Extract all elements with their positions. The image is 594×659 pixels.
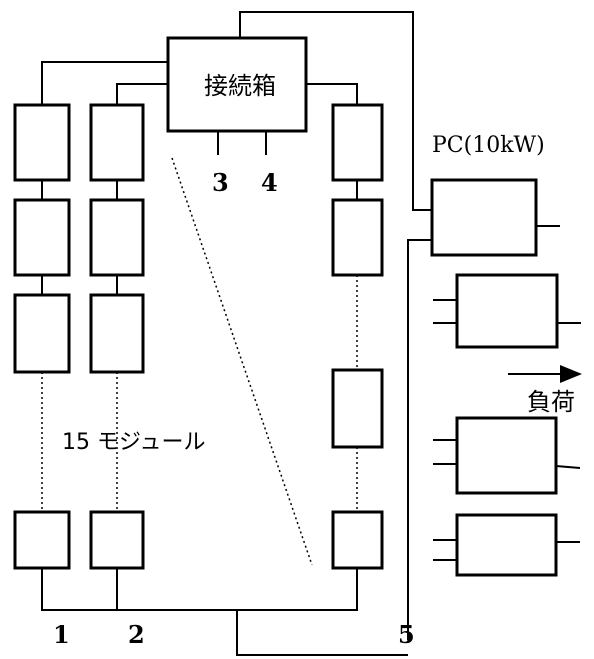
terminal-5-label: 5: [398, 620, 415, 649]
junction-box: [166, 36, 308, 133]
pv-module: [13, 510, 71, 570]
junction-box-label: 接続箱: [204, 72, 276, 100]
terminal-3-label: 3: [212, 168, 229, 197]
power-conditioner-unit: [455, 416, 558, 495]
pv-module: [331, 510, 384, 570]
wire-string2-top: [116, 83, 168, 105]
terminal-1-label: 1: [53, 620, 70, 649]
wire-string3-top: [306, 83, 358, 105]
wire-junction-to-pc: [239, 11, 432, 211]
pv-module: [331, 368, 384, 449]
pc-output-lead: [555, 465, 581, 469]
dotted-diagonal: [171, 157, 313, 566]
terminal-2-label: 2: [128, 620, 145, 649]
power-conditioner-unit: [430, 178, 538, 257]
load-arrow-icon: [560, 365, 582, 383]
pv-module: [331, 103, 384, 182]
pv-module: [89, 198, 145, 277]
wire-terminal5-to-pc: [407, 239, 432, 640]
terminal-4-label: 4: [261, 168, 278, 197]
wire-bottom-bus: [41, 568, 358, 611]
power-conditioner-unit: [455, 273, 559, 349]
pv-module: [89, 510, 145, 570]
pv-module: [13, 103, 71, 182]
pv-module: [331, 198, 384, 277]
module-count-label: 15 モジュール: [62, 430, 205, 455]
power-conditioner-unit: [455, 513, 558, 577]
load-label: 負荷: [527, 388, 575, 416]
pv-module: [13, 198, 71, 277]
pc-label: PC(10kW): [432, 133, 545, 158]
pv-module: [89, 293, 145, 374]
wire-string1-top: [41, 61, 168, 105]
wire-bottom-return: [236, 610, 408, 656]
pv-module: [13, 293, 71, 374]
pv-module: [89, 103, 145, 182]
